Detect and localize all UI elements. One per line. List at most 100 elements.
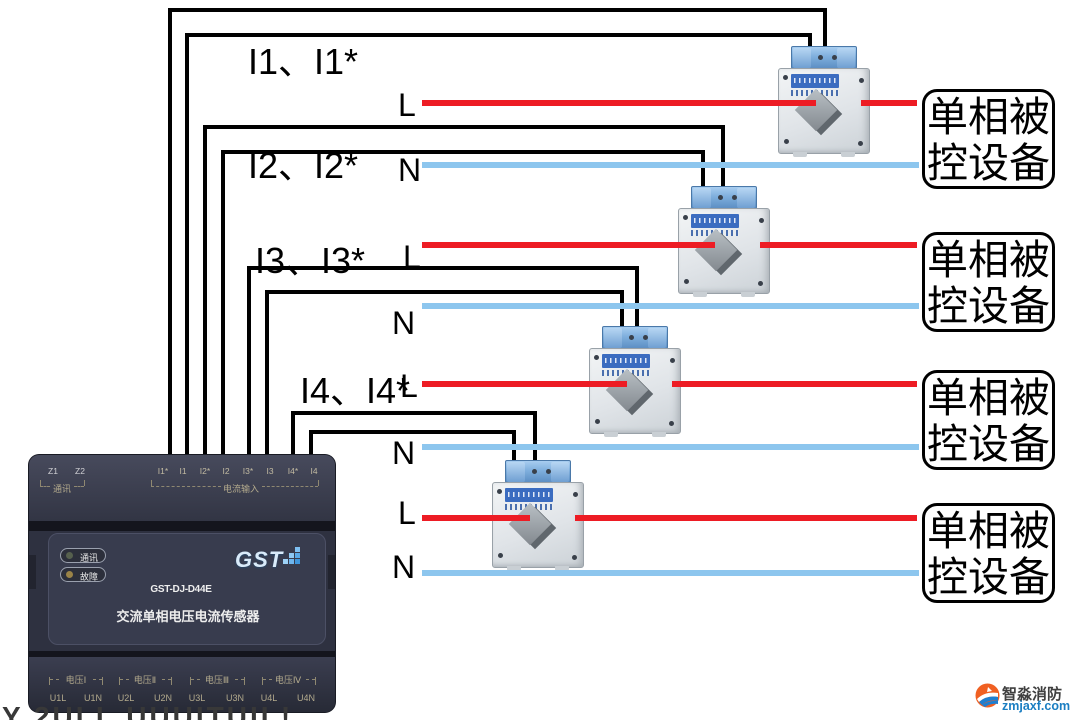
watermark-brand: 智淼消防: [1002, 686, 1063, 703]
wire-segment: [635, 266, 639, 332]
ct-cap-block: [507, 462, 525, 482]
load-box-1: 单相被 控设备: [922, 89, 1055, 189]
load-box-text-line1: 单相被: [927, 375, 1050, 421]
bracket-tick: [40, 480, 41, 486]
footer-partial-text: Y 2ULL UUUITUIL!: [2, 701, 294, 720]
watermark-site: zmjaxf.com: [1002, 699, 1071, 713]
terminal-u2l: U2L: [117, 693, 135, 703]
watermark-flame-icon: [975, 683, 1000, 708]
live-line-4: [422, 515, 530, 521]
bracket-dash: [263, 678, 272, 680]
ct-cap-block: [648, 328, 666, 348]
sensor-device: Z1 Z2 I1* I1 I2* I2 I3* I3 I4* I4 通讯 电流输…: [29, 455, 335, 712]
bracket-tick: [119, 677, 120, 685]
wire-segment: [168, 8, 172, 457]
device-groove: [29, 521, 335, 531]
terminal-i4: I4: [310, 466, 318, 476]
bracket-tick: [49, 677, 50, 685]
terminal-z1: Z1: [48, 466, 58, 476]
ct-screw: [732, 195, 737, 200]
live-label-2: L: [403, 239, 421, 275]
ct-screw: [784, 139, 789, 144]
live-line-2: [422, 242, 715, 248]
ct-screw: [818, 55, 823, 60]
bracket-dash: [162, 678, 171, 680]
watermark: 智淼消防 zmjaxf.com: [975, 683, 1070, 713]
ct-screw: [595, 419, 600, 424]
ct-screw: [497, 489, 502, 494]
wire-segment: [701, 150, 705, 192]
load-box-text-line1: 单相被: [927, 237, 1050, 283]
terminal-u3n: U3N: [225, 693, 245, 703]
load-box-text-line2: 控设备: [927, 554, 1050, 600]
comm-led-dot: [66, 552, 73, 559]
ct-foot: [793, 152, 807, 157]
ct-screw: [643, 335, 648, 340]
bracket-dash: [120, 678, 129, 680]
neutral-label-4: N: [392, 549, 416, 585]
ct-screw: [858, 141, 863, 146]
pair-label-i4: I4、I4*: [300, 370, 411, 411]
pair-label-i1: I1、I1*: [248, 41, 359, 82]
terminal-u2n: U2N: [153, 693, 173, 703]
ct-foot: [604, 432, 618, 437]
terminal-i4star: I4*: [287, 466, 299, 476]
terminal-i1star: I1*: [157, 466, 169, 476]
bracket-tick: [190, 677, 191, 685]
ct-cap-block: [737, 188, 755, 208]
device-bottom-terminal-strip: 电压Ⅰ U1L U1N 电压Ⅱ U2L U2N 电压Ⅲ U3L U3N 电压Ⅳ: [29, 657, 335, 712]
voltage-group-label-1: 电压Ⅰ: [65, 675, 87, 685]
wire-segment: [247, 266, 251, 457]
bracket-tick: [151, 480, 152, 486]
ct-foot: [652, 432, 666, 437]
load-box-4: 单相被 控设备: [922, 503, 1055, 603]
fault-led-dot: [66, 571, 73, 578]
ct-screw: [783, 75, 788, 80]
live-line-4: [575, 515, 917, 521]
current-transformer-4: [492, 460, 584, 572]
bracket-dash: [235, 678, 244, 680]
wire-segment: [203, 125, 725, 129]
load-box-text-line2: 控设备: [927, 421, 1050, 467]
terminal-i3star: I3*: [242, 466, 254, 476]
wire-segment: [291, 411, 295, 457]
ct-foot: [841, 152, 855, 157]
neutral-line-3: [422, 444, 919, 450]
comm-bracket-label: 通讯: [52, 484, 72, 494]
load-box-3: 单相被 控设备: [922, 370, 1055, 470]
load-box-text-line2: 控设备: [927, 283, 1050, 329]
live-line-3: [422, 381, 627, 387]
bracket-tick: [171, 677, 172, 685]
wire-segment: [185, 33, 812, 37]
bracket-tick: [102, 677, 103, 685]
voltage-group-label-2: 电压Ⅱ: [133, 675, 157, 685]
wire-segment: [247, 266, 639, 270]
terminal-u3l: U3L: [188, 693, 206, 703]
bracket-tick: [244, 677, 245, 685]
bracket-dash: [151, 478, 221, 487]
terminal-u4n: U4N: [296, 693, 316, 703]
device-side-clip: [29, 555, 36, 589]
load-box-2: 单相被 控设备: [922, 232, 1055, 332]
ct-label-band: [791, 74, 839, 88]
bracket-dash: [262, 478, 318, 487]
bracket-dash: [191, 678, 200, 680]
ct-terminal-cap: [791, 46, 857, 69]
terminal-i2: I2: [222, 466, 230, 476]
ct-screw: [718, 195, 723, 200]
pair-label-i3: I3、I3*: [255, 240, 366, 281]
ct-foot: [555, 566, 569, 571]
gst-logo: GST: [235, 547, 284, 572]
ct-cap-block: [793, 48, 811, 68]
bracket-tick: [315, 677, 316, 685]
ct-screw: [670, 358, 675, 363]
live-line-1: [422, 100, 816, 106]
wire-segment: [808, 33, 812, 56]
neutral-label-1: N: [398, 152, 422, 188]
bracket-dash: [50, 678, 59, 680]
fault-led-label: 故障: [80, 572, 99, 582]
neutral-line-4: [422, 570, 919, 576]
ct-label-band: [602, 354, 650, 368]
wire-segment: [823, 8, 827, 56]
ct-label-band: [505, 488, 553, 502]
